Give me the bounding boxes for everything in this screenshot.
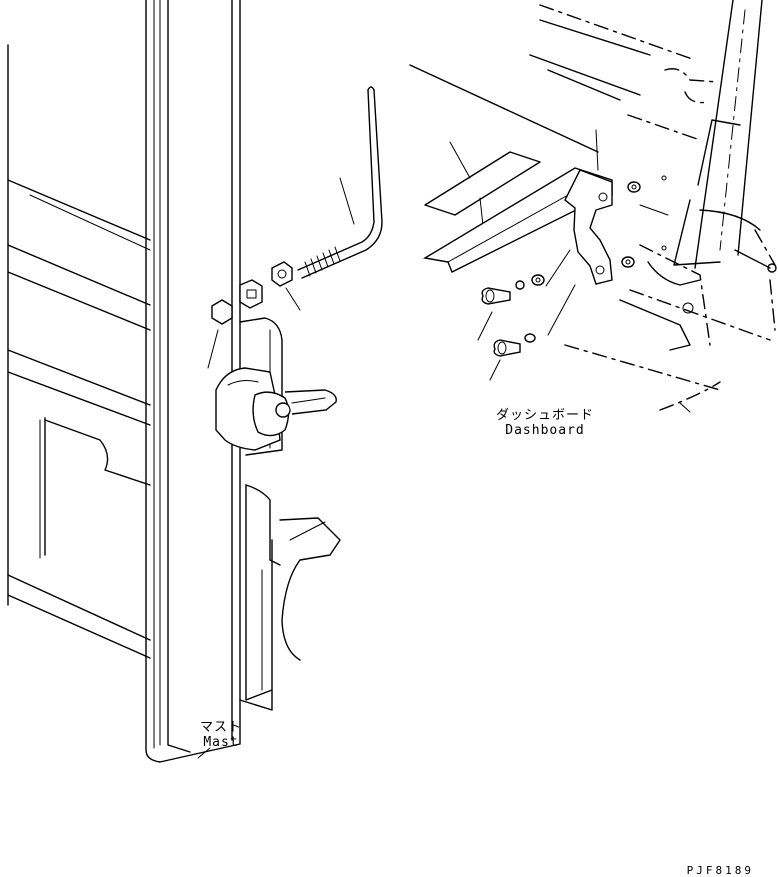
- mast-label: マスト Mast: [200, 720, 242, 750]
- rod-and-nuts: [207, 86, 383, 369]
- mast-leader: [197, 747, 211, 759]
- mast-label-en: Mast: [203, 735, 239, 750]
- dashboard-assembly: [409, 0, 777, 413]
- lever-latch: [215, 367, 337, 451]
- mast-label-jp: マスト: [200, 720, 243, 735]
- dashboard-label-jp: ダッシュボード: [496, 408, 595, 423]
- dashboard-label-en: Dashboard: [505, 423, 585, 438]
- drawing-code: PJF8189: [686, 864, 754, 877]
- mast-assembly: [7, 0, 341, 763]
- dashboard-label: ダッシュボード Dashboard: [496, 408, 594, 438]
